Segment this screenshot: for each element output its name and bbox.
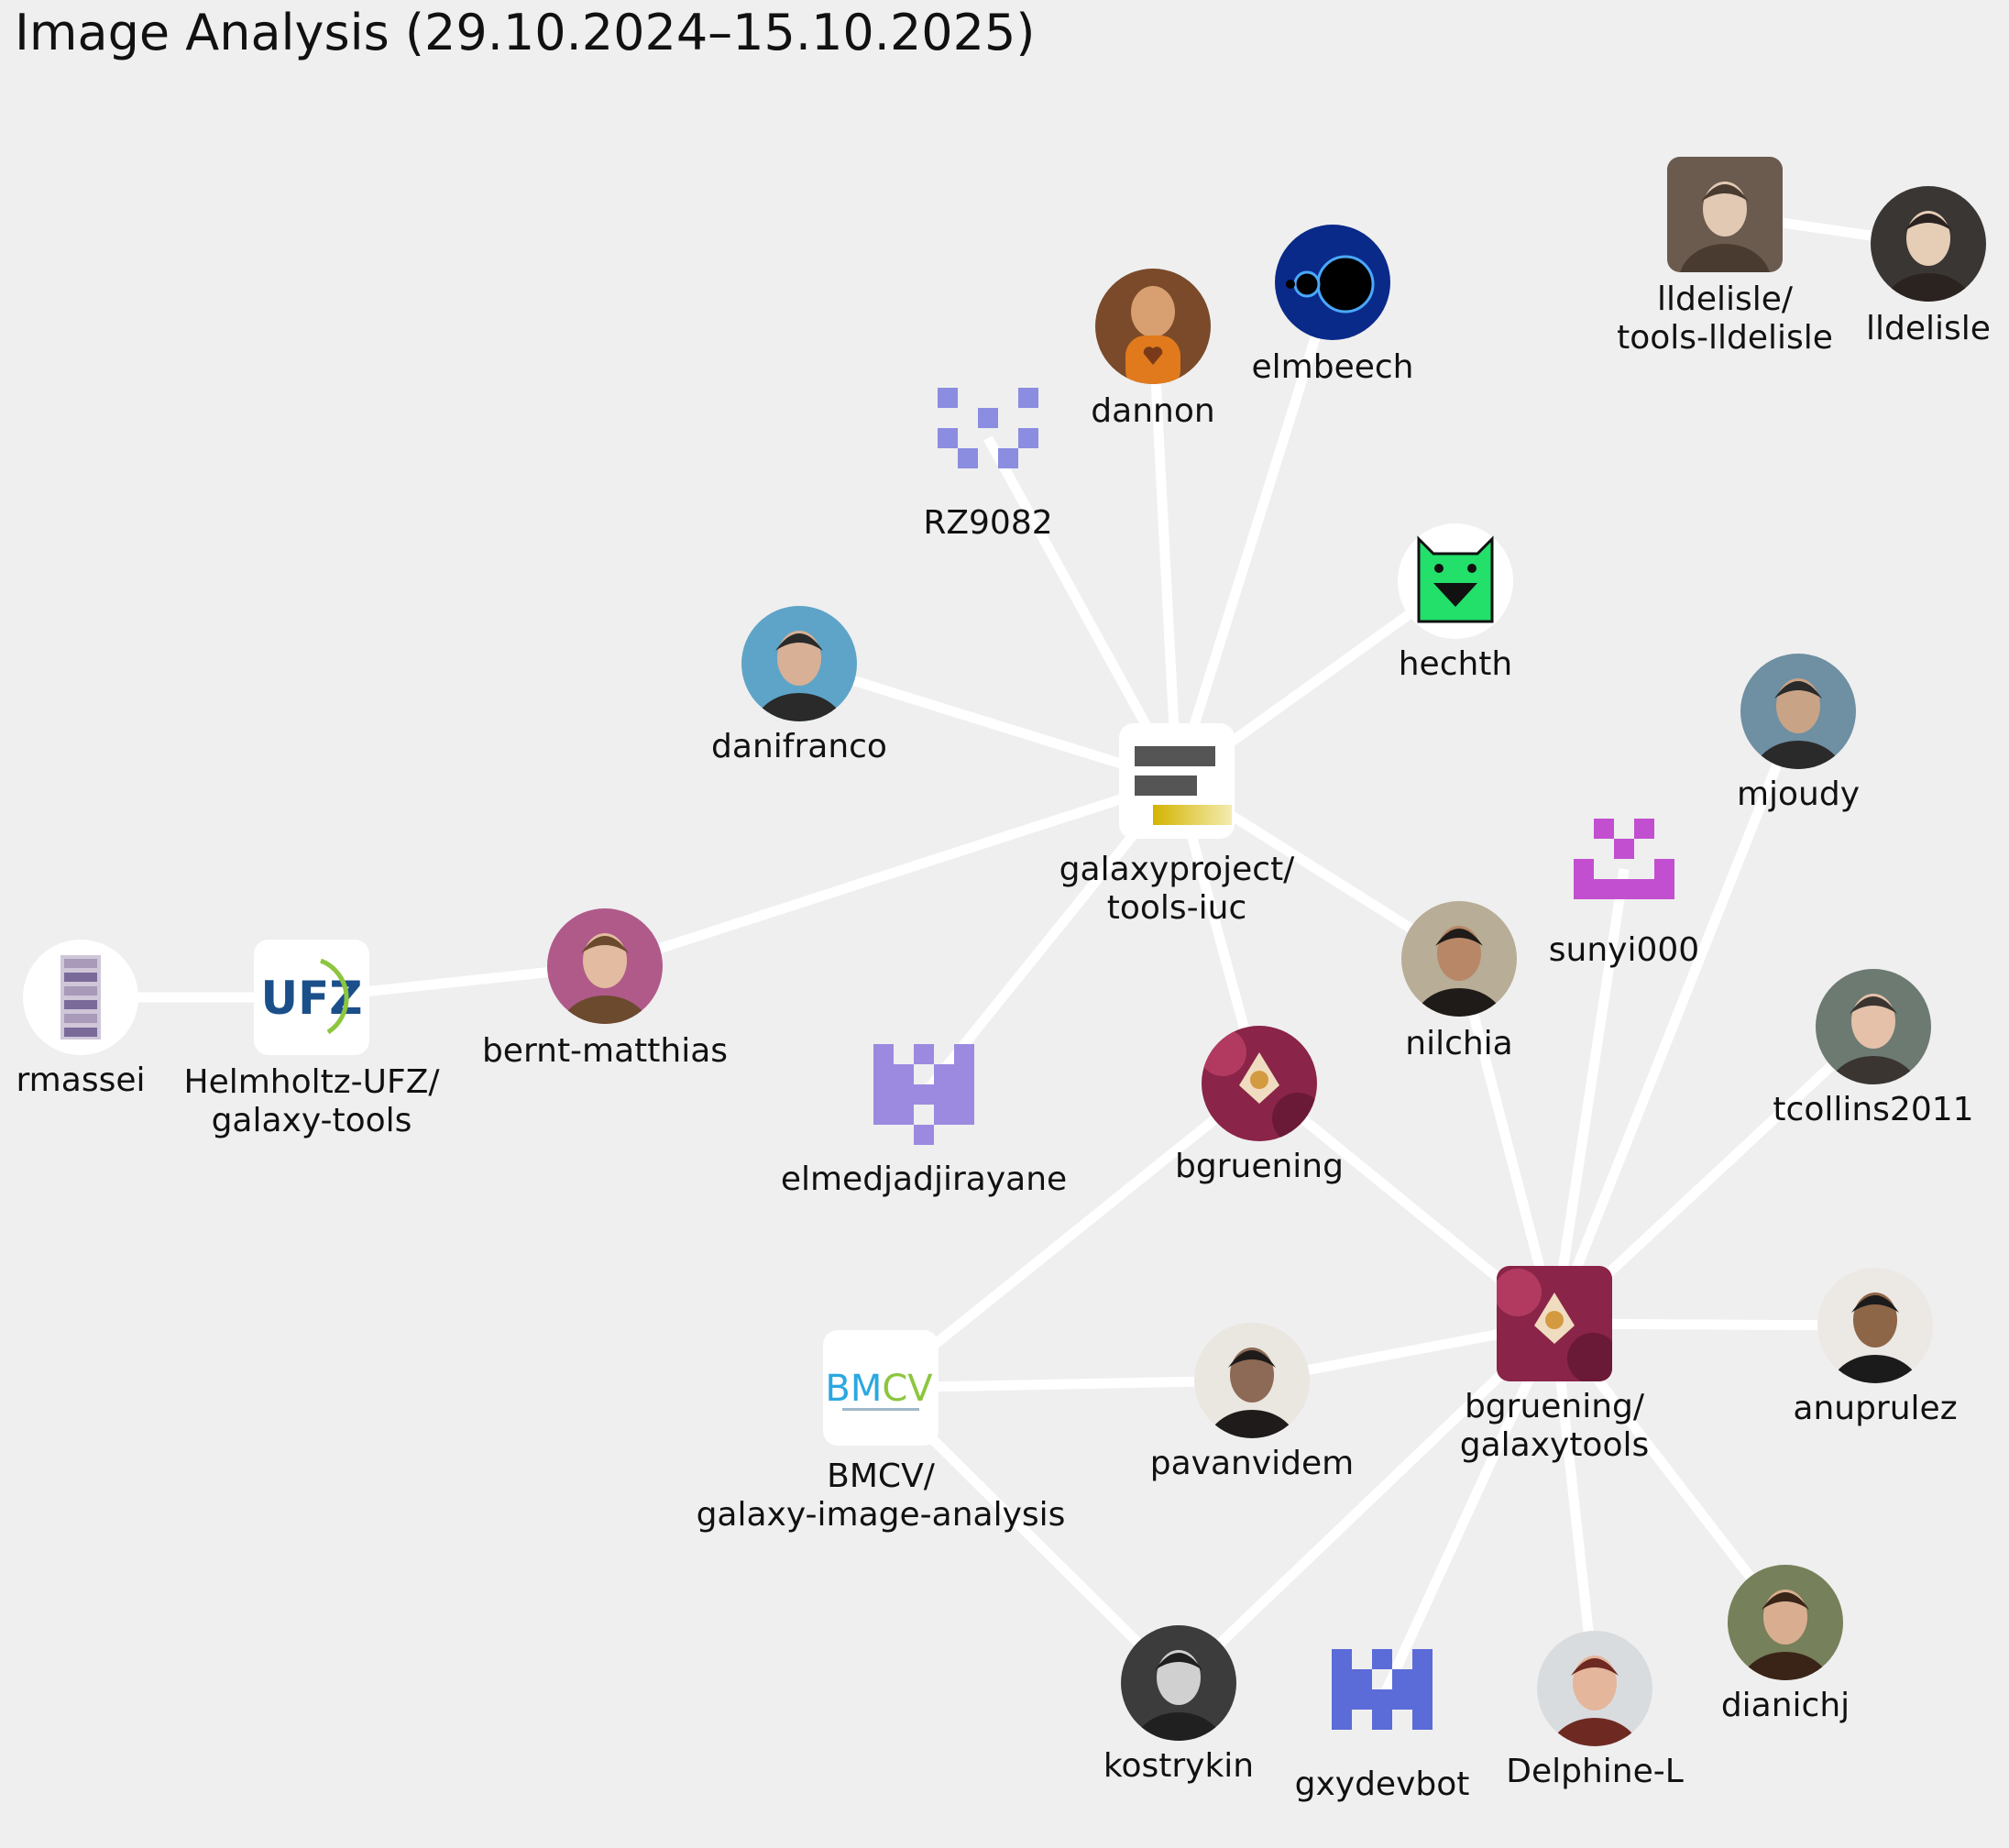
- node-nilchia[interactable]: nilchia: [1395, 895, 1523, 1062]
- node-label: elmbeech: [1252, 348, 1414, 386]
- node-label: elmedjadjirayane: [781, 1160, 1067, 1198]
- bmcv-logo-icon: BMCV: [823, 1330, 939, 1446]
- svg-text:BMCV: BMCV: [825, 1368, 933, 1410]
- edge-bmcv-bgruening: [877, 1079, 1263, 1392]
- galaxy-logo-icon: [1119, 723, 1235, 839]
- node-lldrepo[interactable]: lldelisle/tools-lldelisle: [1617, 150, 1833, 357]
- node-lldelisle[interactable]: lldelisle: [1864, 180, 1993, 347]
- edge-iuc-bernt: [603, 776, 1179, 972]
- node-label: pavanvidem: [1150, 1445, 1354, 1482]
- orchid-photo-icon: [1497, 1266, 1612, 1381]
- node-bmcv[interactable]: BMCV BMCV/galaxy-image-analysis: [697, 1330, 1066, 1534]
- node-label: kostrykin: [1103, 1747, 1254, 1785]
- chart-title: Image Analysis (29.10.2024–15.10.2025): [15, 4, 1035, 61]
- node-bgruening[interactable]: bgruening: [1175, 1019, 1344, 1185]
- node-mjoudy[interactable]: mjoudy: [1734, 647, 1862, 814]
- node-delphine[interactable]: Delphine-L: [1506, 1624, 1684, 1791]
- user-photo-icon: [1667, 157, 1783, 272]
- node-label: tcollins2011: [1773, 1091, 1973, 1128]
- node-label: galaxyproject/tools-iuc: [1059, 851, 1296, 927]
- mandelbrot-icon: [1275, 225, 1390, 340]
- node-label: Helmholtz-UFZ/galaxy-tools: [184, 1063, 441, 1139]
- user-photo-icon: [1401, 901, 1517, 1017]
- edge-bgt-gxydevbot: [1378, 1321, 1559, 1702]
- user-photo-icon: [1871, 186, 1986, 302]
- node-ufz[interactable]: UFZ Helmholtz-UFZ/galaxy-tools: [184, 940, 441, 1139]
- node-label: anuprulez: [1793, 1390, 1957, 1427]
- node-elmed[interactable]: elmedjadjirayane: [781, 1044, 1067, 1198]
- node-label: dianichj: [1721, 1687, 1850, 1724]
- edge-bgt-kostrykin: [1175, 1320, 1558, 1687]
- user-photo-icon: [1728, 1565, 1843, 1680]
- node-label: bgruening/galaxytools: [1460, 1388, 1650, 1464]
- user-photo-icon: [1194, 1323, 1310, 1438]
- identicon-icon: [938, 388, 1038, 468]
- node-rmassei[interactable]: rmassei: [16, 940, 146, 1099]
- user-photo-icon: [547, 908, 663, 1024]
- identicon-icon: [873, 1044, 974, 1145]
- user-photo-icon: [1816, 969, 1931, 1084]
- node-gxydevbot[interactable]: gxydevbot: [1295, 1649, 1470, 1803]
- node-label: sunyi000: [1549, 931, 1699, 969]
- user-photo-icon: [1817, 1268, 1933, 1383]
- node-tcollins[interactable]: tcollins2011: [1773, 962, 1974, 1129]
- collage-icon: [23, 940, 138, 1055]
- node-dianichj[interactable]: dianichj: [1721, 1558, 1850, 1725]
- orchid-photo-icon: [1202, 1026, 1317, 1141]
- node-bernt[interactable]: bernt-matthias: [482, 902, 728, 1070]
- edge-bgt-nilchia: [1454, 957, 1560, 1326]
- node-bgt[interactable]: bgruening/galaxytools: [1460, 1260, 1650, 1464]
- node-label: hechth: [1399, 645, 1513, 683]
- node-label: mjoudy: [1737, 776, 1860, 813]
- node-danifranco[interactable]: danifranco: [711, 600, 887, 766]
- nodes-layer: galaxyproject/tools-iuc bgruening/galaxyt…: [16, 150, 1993, 1803]
- user-photo-icon: [1740, 654, 1856, 769]
- node-rz9082[interactable]: RZ9082: [923, 388, 1053, 542]
- figurine-photo-icon: [1095, 269, 1211, 384]
- node-label: lldelisle/tools-lldelisle: [1617, 280, 1833, 357]
- cat-avatar-icon: [1398, 523, 1513, 639]
- node-label: bgruening: [1175, 1148, 1344, 1185]
- node-label: RZ9082: [923, 504, 1052, 542]
- edge-iuc-danifranco: [797, 658, 1179, 786]
- node-label: BMCV/galaxy-image-analysis: [697, 1458, 1066, 1534]
- edge-iuc-dannon: [1147, 325, 1182, 782]
- edge-bmcv-pavanvidem: [880, 1375, 1253, 1393]
- node-hechth[interactable]: hechth: [1398, 523, 1513, 683]
- edge-bgt-delphine: [1549, 1323, 1600, 1689]
- node-elmbeech[interactable]: elmbeech: [1252, 218, 1414, 386]
- edge-bgt-sunyi000: [1549, 868, 1630, 1325]
- identicon-icon: [1574, 819, 1674, 899]
- node-iuc[interactable]: galaxyproject/tools-iuc: [1059, 723, 1296, 927]
- user-photo-icon: [741, 606, 857, 721]
- node-label: dannon: [1091, 392, 1214, 430]
- node-label: lldelisle: [1866, 310, 1991, 347]
- node-label: gxydevbot: [1295, 1766, 1470, 1803]
- node-label: danifranco: [711, 728, 887, 765]
- node-label: bernt-matthias: [482, 1032, 728, 1070]
- edge-bgt-mjoudy: [1549, 709, 1804, 1326]
- node-anuprulez[interactable]: anuprulez: [1793, 1261, 1958, 1428]
- edge-iuc-elmbeech: [1171, 280, 1338, 783]
- node-dannon[interactable]: dannon: [1089, 262, 1217, 430]
- node-pavanvidem[interactable]: pavanvidem: [1150, 1316, 1354, 1483]
- ufz-logo-icon: UFZ: [254, 940, 369, 1055]
- node-sunyi000[interactable]: sunyi000: [1549, 819, 1699, 969]
- node-label: rmassei: [16, 1062, 146, 1099]
- node-label: nilchia: [1405, 1025, 1513, 1062]
- node-kostrykin[interactable]: kostrykin: [1103, 1619, 1254, 1786]
- user-photo-icon: [1537, 1631, 1652, 1746]
- identicon-icon: [1332, 1649, 1433, 1730]
- user-photo-icon: [1121, 1625, 1236, 1741]
- node-label: Delphine-L: [1506, 1753, 1684, 1790]
